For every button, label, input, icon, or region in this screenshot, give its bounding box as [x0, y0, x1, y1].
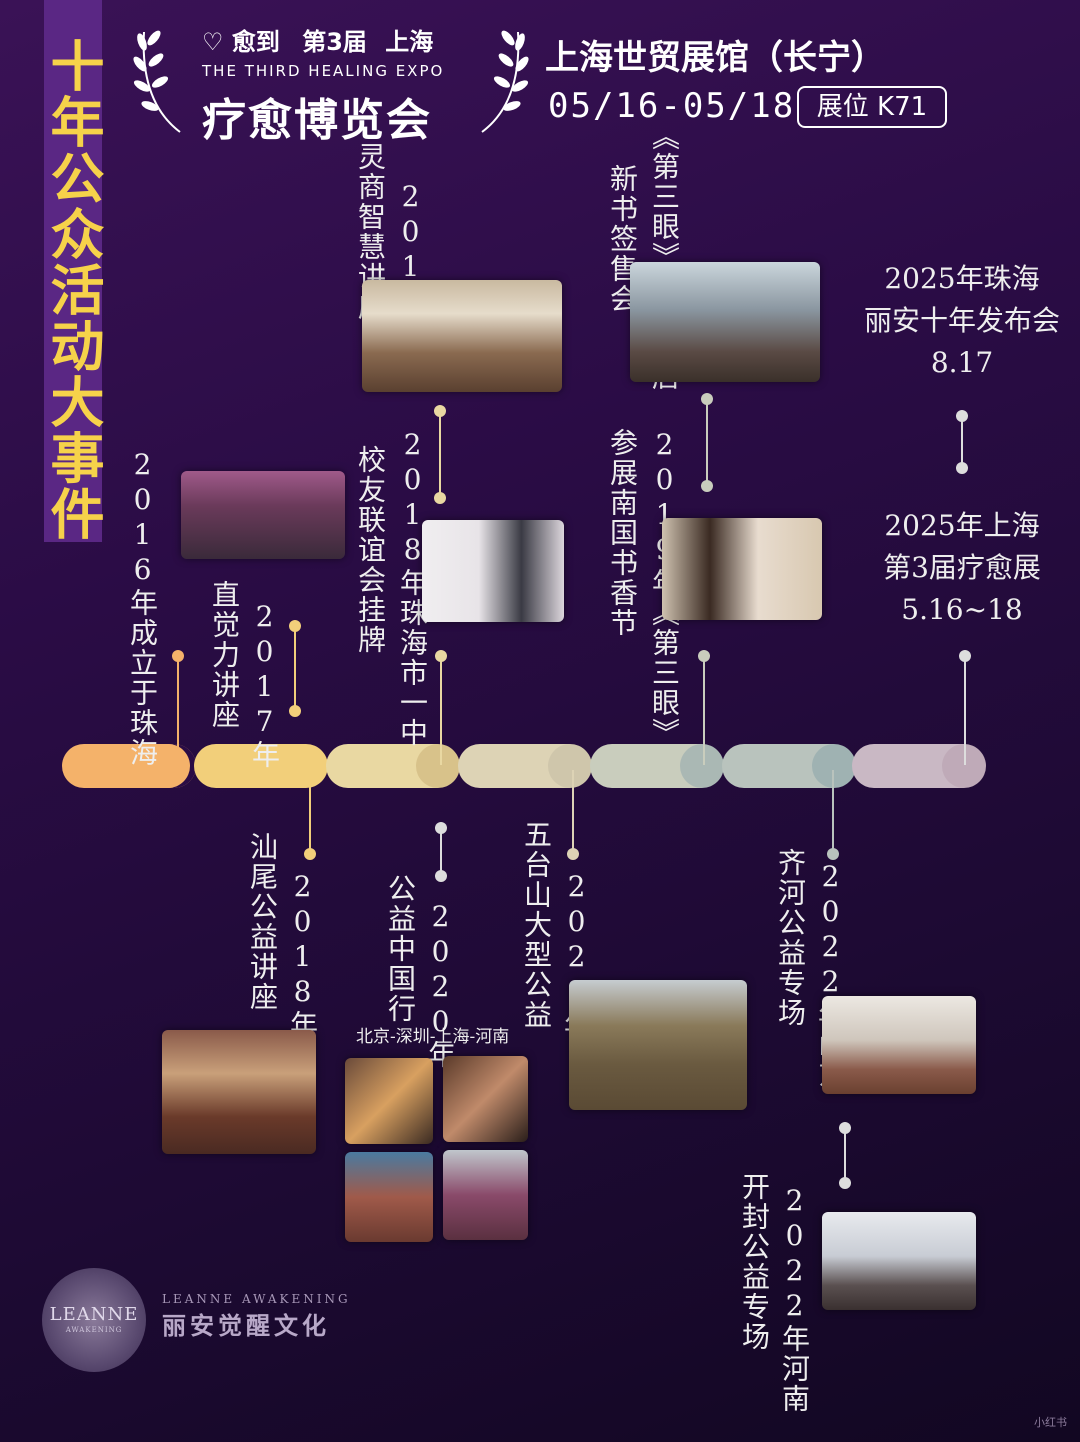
photo-shandong-2022: [822, 996, 976, 1094]
event-2016: 2016年成立于珠海: [126, 448, 159, 768]
event-2017-year: 2017年: [248, 600, 281, 770]
edition-label: 第3届: [302, 28, 367, 56]
venue-label: 上海世贸展馆（长宁）: [545, 38, 885, 78]
dates-label: 05/16-05/18: [548, 86, 796, 126]
expo-subtitle-en: THE THIRD HEALING EXPO: [202, 62, 445, 80]
event-2018c-name: 汕尾公益讲座: [246, 832, 279, 1012]
photo-lecture-2018: [362, 280, 562, 392]
watermark: 小红书: [1034, 1416, 1067, 1429]
event-2025a-line2: 丽安十年发布会: [863, 304, 1060, 337]
event-2025a-line3: 8.17: [930, 346, 994, 379]
logo-name-cn: 丽安觉醒文化: [162, 1311, 330, 1340]
booth-badge: 展位 K71: [797, 86, 947, 128]
event-2017-name: 直觉力讲座: [208, 580, 241, 730]
brand-icon: ♡: [202, 28, 224, 56]
brand-logo: LEANNE AWAKENING: [42, 1268, 146, 1372]
event-2025a-line1: 2025年珠海: [884, 262, 1040, 295]
photo-2020-1: [345, 1058, 433, 1144]
event-2025b-line1: 2025年上海: [884, 509, 1040, 542]
event-2022b-name: 开封公益专场: [738, 1172, 771, 1352]
page-title: 十年公众活动大事件: [41, 0, 105, 542]
photo-2020-4: [443, 1150, 528, 1240]
logo-name-en: LEANNE AWAKENING: [162, 1292, 351, 1306]
logo-mark-sub: AWAKENING: [65, 1326, 123, 1334]
event-2020-year: 2020年: [424, 900, 457, 1070]
photo-group-2016: [181, 471, 345, 559]
event-2019b-line2: 参展南国书香节: [606, 428, 639, 638]
laurel-right-icon: [481, 30, 529, 133]
expo-header: ♡ 愈到 第3届 上海 THE THIRD HEALING EXPO 疗愈博览会: [130, 18, 530, 146]
photo-bookfair-2019: [662, 518, 822, 620]
event-2020-name: 公益中国行: [384, 874, 417, 1024]
photo-booksigning-2019: [630, 262, 820, 382]
event-2020-cities: 北京-深圳-上海-河南: [356, 1027, 510, 1047]
event-2022b-year: 2022年河南: [778, 1184, 811, 1414]
laurel-left-icon: [133, 30, 181, 133]
photo-2020-3: [345, 1152, 433, 1242]
event-2018c-year: 2018年: [286, 870, 319, 1040]
city-label: 上海: [385, 28, 434, 56]
event-2025b-line2: 第3届疗愈展: [883, 551, 1041, 584]
event-2018b-name: 校友联谊会挂牌: [354, 445, 387, 655]
event-2025a: 2025年珠海 丽安十年发布会 8.17: [856, 258, 1068, 384]
photo-alumni-2018: [422, 520, 564, 622]
event-2021-name: 五台山大型公益: [520, 820, 553, 1030]
photo-henan-2022: [822, 1212, 976, 1310]
event-2022a-name: 齐河公益专场: [774, 848, 807, 1028]
event-2025b: 2025年上海 第3届疗愈展 5.16~18: [856, 505, 1068, 631]
logo-mark: LEANNE: [49, 1304, 139, 1325]
brand-name: 愈到: [231, 28, 280, 56]
photo-2020-2: [443, 1056, 528, 1142]
expo-name: 疗愈博览会: [202, 95, 432, 146]
event-2025b-line3: 5.16~18: [901, 593, 1023, 626]
photo-shanwei-2018: [162, 1030, 316, 1154]
photo-wutaishan-2021: [569, 980, 747, 1110]
